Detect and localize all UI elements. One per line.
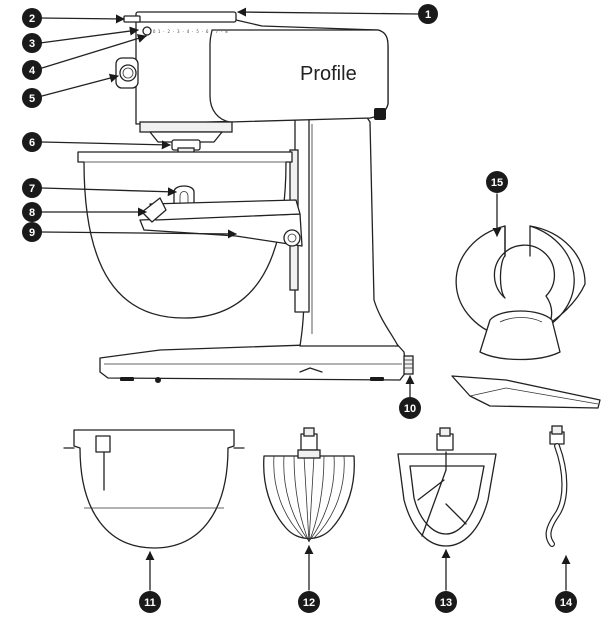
callout-15: 15 <box>486 171 508 193</box>
callout-2: 2 <box>22 8 42 28</box>
splash-guard <box>455 225 586 361</box>
callout-11: 11 <box>139 591 161 613</box>
svg-text:15: 15 <box>491 177 503 189</box>
svg-text:3: 3 <box>29 38 35 50</box>
svg-text:2: 2 <box>29 13 35 25</box>
speed-dial-labels: O 1 · 2 · 3 · 4 · 5 · 6 · 7 · 8 <box>153 29 228 34</box>
head-lock-lever[interactable] <box>123 15 141 23</box>
mixer-base <box>99 341 407 383</box>
flat-beater <box>397 427 497 547</box>
callout-4: 4 <box>22 60 42 80</box>
callout-8: 8 <box>22 202 42 222</box>
callout-6: 6 <box>22 132 42 152</box>
dough-hook <box>545 425 568 547</box>
callout-1: 1 <box>418 4 438 24</box>
callout-7: 7 <box>22 178 42 198</box>
svg-text:14: 14 <box>560 597 573 609</box>
svg-text:8: 8 <box>29 207 35 219</box>
bowl-support-arm <box>141 197 301 223</box>
svg-text:4: 4 <box>29 65 36 77</box>
svg-text:11: 11 <box>144 597 156 609</box>
mixer-head: Profile <box>135 11 389 143</box>
callout-13: 13 <box>435 591 457 613</box>
speed-control-dial[interactable]: O 1 · 2 · 3 · 4 · 5 · 6 · 7 · 8 <box>142 26 228 36</box>
svg-text:13: 13 <box>440 597 452 609</box>
pouring-chute <box>451 375 601 409</box>
mixing-bowl <box>63 429 245 549</box>
callout-5: 5 <box>22 88 42 108</box>
svg-text:7: 7 <box>29 183 35 195</box>
svg-text:10: 10 <box>404 403 416 415</box>
side-control-knob[interactable] <box>115 57 139 89</box>
mixer-pillar <box>299 108 399 347</box>
power-cord-connector <box>403 355 414 375</box>
brand-logo-text: Profile <box>300 63 357 85</box>
svg-text:6: 6 <box>29 137 35 149</box>
callout-12: 12 <box>298 591 320 613</box>
callout-9: 9 <box>22 222 42 242</box>
svg-text:1: 1 <box>425 9 431 21</box>
svg-text:5: 5 <box>29 93 35 105</box>
callout-10: 10 <box>399 397 421 419</box>
callout-14: 14 <box>555 591 577 613</box>
wire-whisk <box>263 427 355 543</box>
leader-lines <box>39 7 571 591</box>
svg-text:12: 12 <box>303 597 315 609</box>
callout-3: 3 <box>22 33 42 53</box>
svg-text:9: 9 <box>29 227 35 239</box>
